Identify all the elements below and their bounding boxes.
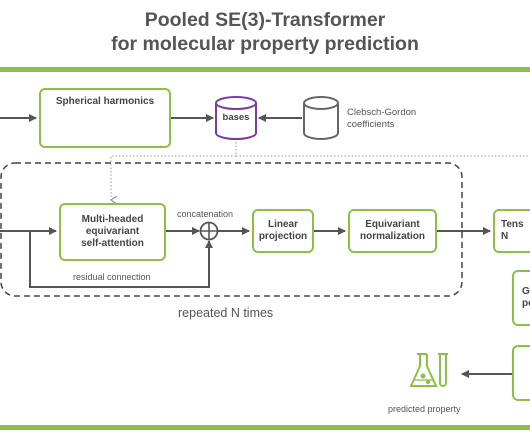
residual-connection-label: residual connection: [73, 272, 151, 282]
attention-box: Multi-headed equivariant self-attention: [59, 203, 166, 261]
bottom-divider: [0, 425, 530, 430]
repeated-label: repeated N times: [178, 306, 274, 320]
spherical-harmonics-label: Spherical harmonics: [55, 96, 155, 107]
equivariant-normalization-label: Equivariant normalization: [359, 219, 425, 242]
graph-pooling-box: G po: [512, 270, 530, 326]
tensor-network-box: Tens N: [493, 209, 530, 253]
bases-label: bases: [222, 112, 250, 123]
diagram-title: Pooled SE(3)-Transformer for molecular p…: [0, 8, 530, 56]
attention-label: Multi-headed equivariant self-attention: [81, 214, 144, 249]
bases-cylinder: [215, 96, 257, 140]
flask-icon: [409, 353, 438, 387]
equivariant-normalization-box: Equivariant normalization: [348, 209, 437, 253]
output-network-box: [512, 345, 530, 401]
concatenation-label: concatenation: [177, 209, 234, 219]
bases-to-attention-dotted: [111, 142, 237, 200]
clebsch-gordon-label: Clebsch-Gordon coefficients: [347, 107, 417, 130]
linear-projection-label: Linear projection: [258, 219, 308, 242]
graph-pooling-label: G po: [522, 286, 530, 309]
tensor-network-label: Tens N: [501, 219, 524, 242]
title-line-2: for molecular property prediction: [111, 33, 419, 55]
residual-connection-arrow: [29, 231, 213, 288]
top-divider: [0, 67, 530, 72]
clebsch-gordon-cylinder: [303, 96, 339, 140]
title-line-1: Pooled SE(3)-Transformer: [144, 9, 386, 31]
spherical-harmonics-box: Spherical harmonics: [39, 88, 171, 148]
test-tube-icon: [438, 353, 448, 387]
linear-projection-box: Linear projection: [252, 209, 314, 253]
predicted-property-label: predicted property: [388, 404, 461, 414]
